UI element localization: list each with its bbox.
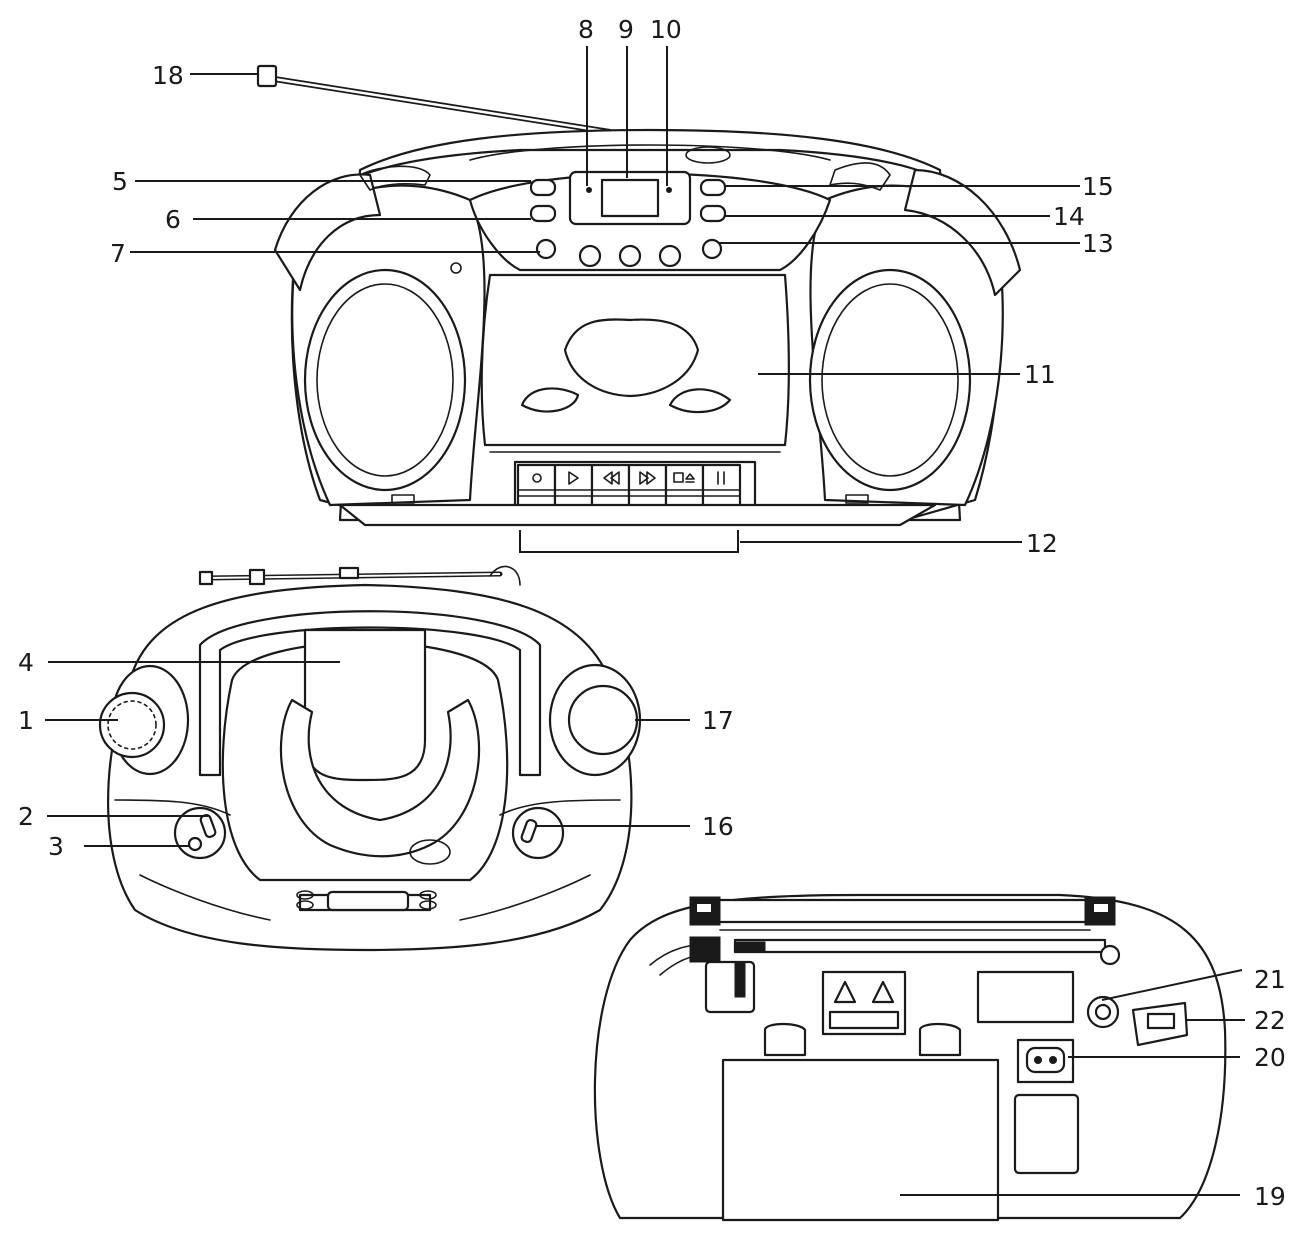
round-button-4[interactable]: [658, 244, 682, 268]
base-plate: [338, 503, 937, 527]
left-speaker: [303, 268, 467, 492]
band-switch-housing: [511, 806, 565, 860]
callout-5: 5: [112, 167, 128, 196]
callout-13: 13: [1082, 229, 1114, 258]
rewind-icon: [603, 471, 620, 485]
callout-7: 7: [110, 239, 126, 268]
record-key[interactable]: [516, 463, 557, 511]
indicator-led-right: [666, 187, 672, 193]
round-button-2[interactable]: [578, 244, 602, 268]
callout-1: 1: [18, 706, 34, 735]
callout-20: 20: [1254, 1043, 1286, 1072]
callout-19: 19: [1254, 1182, 1286, 1211]
button-7[interactable]: [535, 238, 557, 260]
tuning-knob[interactable]: [98, 691, 166, 759]
callout-22: 22: [1254, 1006, 1286, 1035]
round-button-3[interactable]: [618, 244, 642, 268]
callout-4: 4: [18, 648, 34, 677]
indicator-led-left: [586, 187, 592, 193]
headphone-jack[interactable]: [187, 836, 203, 852]
callout-17: 17: [702, 706, 734, 735]
lcd-display: [600, 178, 660, 218]
play-icon: [568, 471, 579, 485]
callout-15: 15: [1082, 172, 1114, 201]
button-15[interactable]: [699, 178, 727, 197]
callout-8: 8: [578, 15, 594, 44]
warning-triangle-icon: [833, 980, 857, 1004]
right-speaker: [808, 268, 972, 492]
callout-21: 21: [1254, 965, 1286, 994]
stop-eject-key[interactable]: [664, 463, 705, 511]
callout-labels: 18 8 9 10 5 6 7 15 14 13 11 12 4 1 17 2 …: [18, 15, 1286, 1211]
play-key[interactable]: [553, 463, 594, 511]
front-view: [256, 64, 1022, 527]
callout-16: 16: [702, 812, 734, 841]
record-icon: [532, 473, 542, 483]
pause-key[interactable]: [701, 463, 742, 511]
pause-icon: [717, 471, 725, 485]
callout-3: 3: [48, 832, 64, 861]
callout-2: 2: [18, 802, 34, 831]
carry-handle: [198, 610, 542, 777]
voltage-switch[interactable]: [1146, 1012, 1176, 1030]
callout-14: 14: [1053, 202, 1085, 231]
telescopic-antenna: [256, 64, 613, 135]
callout-6: 6: [165, 205, 181, 234]
rewind-key[interactable]: [590, 463, 631, 511]
button-5[interactable]: [529, 178, 557, 197]
leader-lines: [45, 46, 1245, 1196]
band-switch[interactable]: [520, 818, 538, 844]
button-13[interactable]: [701, 238, 723, 260]
ac-socket[interactable]: [1025, 1046, 1066, 1074]
fast-forward-icon: [639, 471, 656, 485]
rear-view: [593, 893, 1227, 1222]
callout-12: 12: [1026, 529, 1058, 558]
top-view: [98, 565, 642, 952]
button-14[interactable]: [699, 204, 727, 223]
callout-11: 11: [1024, 360, 1056, 389]
callout-18: 18: [152, 61, 184, 90]
callout-9: 9: [618, 15, 634, 44]
battery-compartment: [721, 1058, 1000, 1222]
stop-eject-icon: [673, 472, 684, 483]
callout-10: 10: [650, 15, 682, 44]
warning-triangle-icon-2: [871, 980, 895, 1004]
button-6[interactable]: [529, 204, 557, 223]
volume-knob[interactable]: [567, 684, 639, 756]
